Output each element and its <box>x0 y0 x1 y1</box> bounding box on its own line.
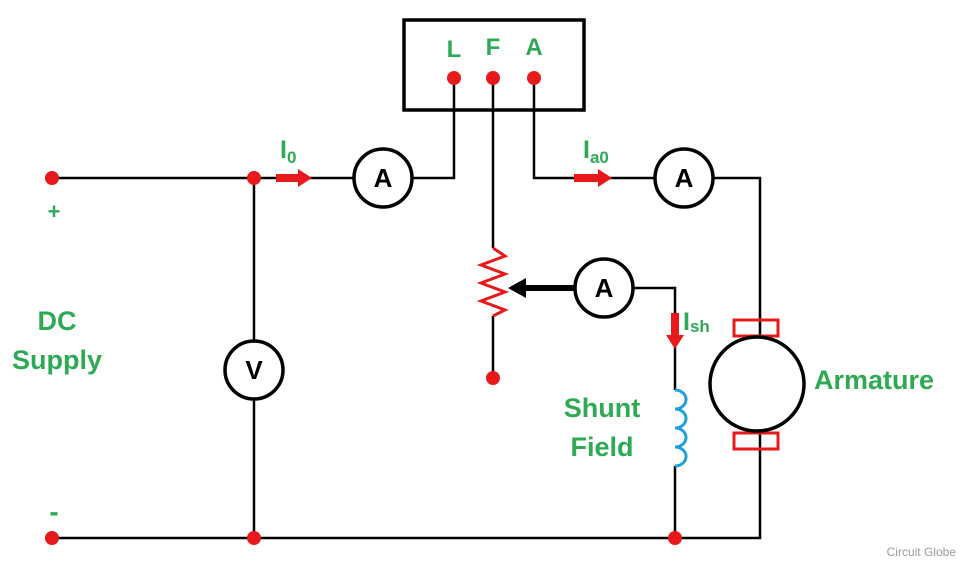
ia0-arrow <box>574 169 612 187</box>
wires <box>52 78 762 540</box>
current-label-i0: I0 <box>280 136 296 167</box>
starter-f-node <box>486 71 500 85</box>
current-arrows <box>276 169 684 349</box>
ammeter-field: A <box>573 257 635 319</box>
armature-label: Armature <box>814 365 934 395</box>
ammeter-line: A <box>352 147 414 209</box>
wire-field-ammeter <box>633 286 677 390</box>
current-label-ia0: Ia0 <box>583 136 609 167</box>
ammeter-armature: A <box>653 147 715 209</box>
junction-top-node <box>247 171 261 185</box>
wire-to-L-terminal <box>413 78 456 180</box>
svg-text:A: A <box>374 163 393 193</box>
nodes <box>45 71 682 545</box>
starter-box <box>402 18 586 112</box>
supply-minus-label: - <box>49 496 58 527</box>
rheostat-zigzag <box>476 246 510 318</box>
svg-text:A: A <box>675 163 694 193</box>
armature-brush-top <box>732 318 780 338</box>
armature-brush-bottom <box>732 431 780 451</box>
armature-circle <box>708 335 806 433</box>
svg-text:A: A <box>595 273 614 303</box>
wire-armature-right <box>52 176 762 540</box>
watermark: Circuit Globe <box>887 545 957 559</box>
terminal-minus-node <box>45 531 59 545</box>
field-ground-node <box>668 531 682 545</box>
i0-arrow <box>276 169 312 187</box>
svg-text:V: V <box>245 355 263 385</box>
current-label-ish: Ish <box>683 308 710 336</box>
junction-bottom-node <box>247 531 261 545</box>
voltmeter: V <box>223 339 285 401</box>
supply-plus-label: + <box>48 199 61 224</box>
shunt-field-label-line2: Field <box>570 432 633 462</box>
shunt-field-label-line1: Shunt <box>564 393 640 423</box>
rheostat-wiper-arrowhead <box>508 278 526 298</box>
starter-l-node <box>447 71 461 85</box>
rheostat-end-node <box>486 371 500 385</box>
starter-terminal-a-label: A <box>525 34 542 61</box>
starter-terminal-f-label: F <box>486 34 501 61</box>
supply-label-line1: DC <box>38 306 77 336</box>
starter-a-node <box>527 71 541 85</box>
starter-terminal-l-label: L <box>447 36 462 63</box>
armature-symbol <box>708 318 806 451</box>
shunt-field-coil <box>674 388 688 468</box>
terminal-plus-node <box>45 171 59 185</box>
ish-arrow <box>666 313 684 349</box>
supply-label-line2: Supply <box>12 345 102 375</box>
